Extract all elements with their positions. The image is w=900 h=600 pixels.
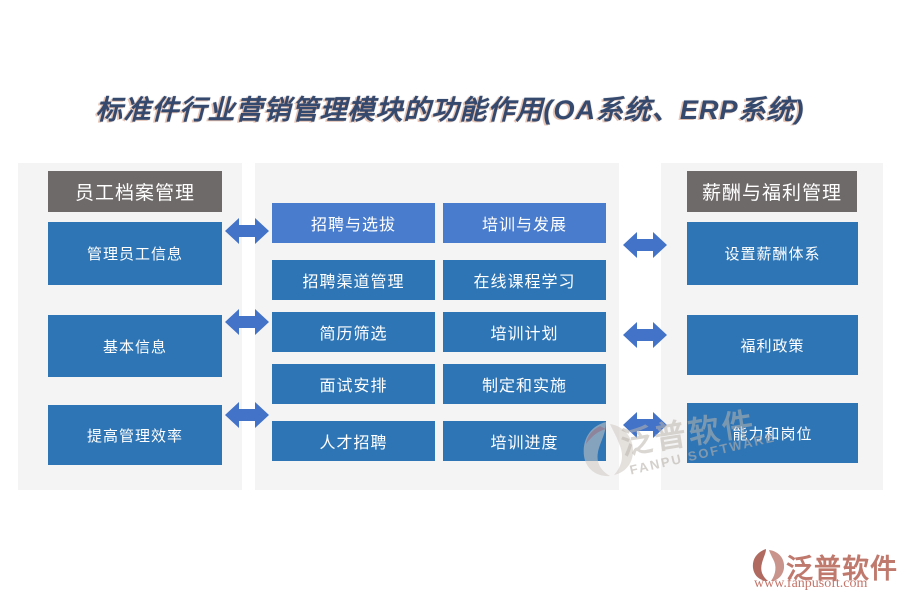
double-arrow-icon	[225, 218, 269, 244]
double-arrow-icon	[225, 309, 269, 335]
double-arrow-icon	[225, 402, 269, 428]
right-panel-item: 能力和岗位	[687, 403, 858, 463]
middle-box: 简历筛选	[272, 312, 435, 352]
right-panel-item: 福利政策	[687, 315, 858, 375]
fanpu-logo-website: www.fanpusoft.com	[754, 576, 868, 591]
left-panel-item: 基本信息	[48, 315, 222, 377]
page-title: 标准件行业营销管理模块的功能作用(OA系统、ERP系统)	[95, 95, 805, 125]
middle-box: 在线课程学习	[443, 260, 606, 300]
middle-box: 培训计划	[443, 312, 606, 352]
fanpu-logo-brand: 泛普软件	[786, 554, 898, 584]
middle-box: 人才招聘	[272, 421, 435, 461]
middle-box: 制定和实施	[443, 364, 606, 404]
left-panel-header: 员工档案管理	[48, 171, 222, 212]
right-panel-header: 薪酬与福利管理	[687, 171, 857, 212]
middle-box: 面试安排	[272, 364, 435, 404]
double-arrow-icon	[623, 232, 667, 258]
left-panel-item: 管理员工信息	[48, 222, 222, 285]
double-arrow-icon	[623, 322, 667, 348]
fanpu-logo-icon	[752, 549, 785, 581]
double-arrow-icon	[623, 412, 667, 438]
middle-box: 培训与发展	[443, 203, 606, 243]
middle-box: 招聘渠道管理	[272, 260, 435, 300]
middle-box: 招聘与选拔	[272, 203, 435, 243]
middle-box: 培训进度	[443, 421, 606, 461]
left-panel-item: 提高管理效率	[48, 405, 222, 465]
right-panel-item: 设置薪酬体系	[687, 222, 858, 285]
